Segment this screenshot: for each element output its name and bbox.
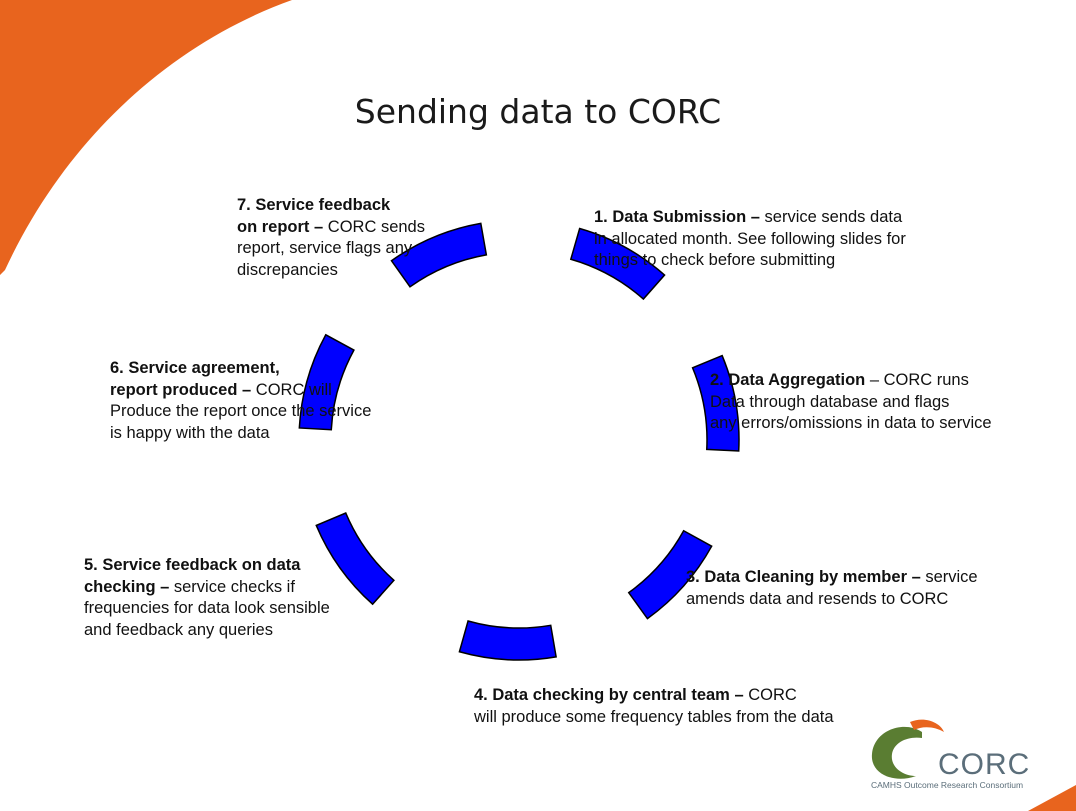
step-4-body: CORC [743, 686, 797, 704]
step-2-text: 2. Data Aggregation – CORC runs Data thr… [710, 370, 992, 435]
step-1-heading: 1. Data Submission – [594, 208, 760, 226]
step-5-heading-line: 5. Service feedback on data [84, 556, 301, 574]
step-4-heading: 4. Data checking by central team – [474, 686, 744, 704]
slide-title: Sending data to CORC [354, 92, 722, 131]
step-1-body: service sends data [759, 208, 903, 226]
step-1-line: in allocated month. See following slides… [594, 229, 906, 248]
step-4-line: will produce some frequency tables from … [474, 707, 834, 726]
logo-subtitle: CAMHS Outcome Research Consortium [871, 780, 1024, 790]
step-7-heading: on report – [237, 217, 324, 236]
step-3-text: 3. Data Cleaning by member – service ame… [686, 567, 978, 610]
step-3-body: service [920, 568, 978, 586]
step-6-heading-line: 6. Service agreement, [110, 359, 280, 377]
step-5-heading: checking – [84, 577, 170, 596]
step-3-line: amends data and resends to CORC [686, 589, 949, 608]
cycle-arc-2 [691, 354, 740, 452]
step-1-line: things to check before submitting [594, 251, 836, 269]
cycle-arc-3 [627, 529, 713, 620]
step-2-line: any errors/omissions in data to service [710, 414, 992, 432]
cycle-arc-5 [315, 512, 395, 606]
cycle-arc-1 [569, 227, 666, 301]
step-6-line: Produce the report once the service [110, 402, 372, 420]
step-5-body: service checks if [169, 577, 295, 596]
step-2-heading: 2. Data Aggregation [710, 371, 866, 389]
step-2-line: Data through database and flags [710, 392, 950, 411]
step-7-text: 7. Service feedback on report – CORC sen… [237, 195, 425, 281]
step-6-heading: report produced – [110, 380, 252, 399]
step-5-line: and feedback any queries [84, 620, 273, 639]
corc-logo [871, 719, 944, 779]
step-7-heading-line: 7. Service feedback [237, 196, 391, 214]
step-5-text: 5. Service feedback on data checking – s… [84, 555, 330, 641]
step-2-body: – CORC runs [865, 371, 969, 389]
orange-bottom-decoration [1028, 785, 1076, 811]
step-7-body: CORC sends [323, 217, 425, 236]
cycle-arc-6 [298, 333, 355, 431]
step-6-body: CORC will [251, 380, 332, 399]
step-5-line: frequencies for data look sensible [84, 599, 330, 617]
logo-swoosh [871, 726, 922, 779]
step-6-line: is happy with the data [110, 423, 270, 442]
step-4-text: 4. Data checking by central team – CORC … [474, 685, 834, 728]
orange-corner-decoration [0, 0, 292, 275]
step-6-text: 6. Service agreement, report produced – … [110, 358, 371, 444]
cycle-arcs [298, 222, 740, 661]
step-1-text: 1. Data Submission – service sends data … [594, 207, 906, 272]
step-7-line: report, service flags any [237, 239, 413, 257]
logo-wordmark: CORC [938, 748, 1031, 781]
cycle-arc-4 [458, 620, 557, 661]
step-7-line: discrepancies [237, 260, 338, 279]
logo-swoosh-accent [910, 719, 944, 732]
cycle-arc-7 [390, 222, 488, 288]
step-3-heading: 3. Data Cleaning by member – [686, 568, 921, 586]
